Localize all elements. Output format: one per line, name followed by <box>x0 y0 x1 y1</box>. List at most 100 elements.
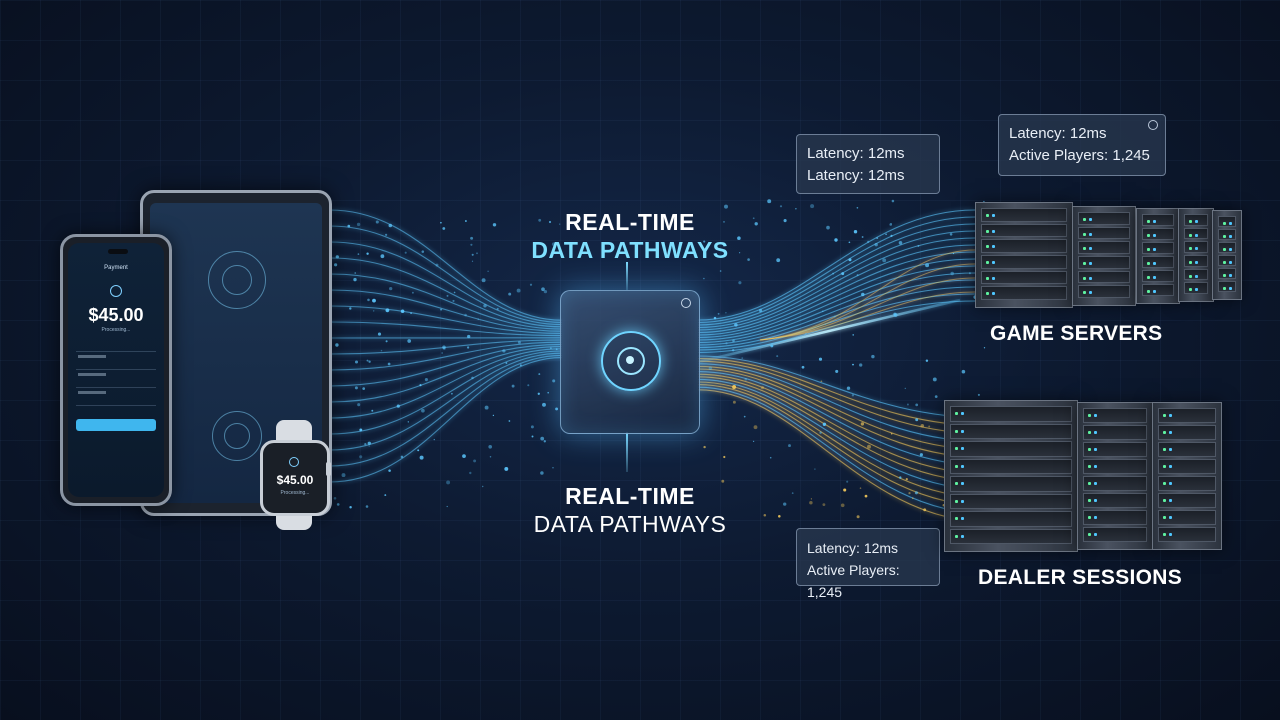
status-led <box>1195 274 1198 278</box>
flow-particle <box>469 471 472 475</box>
status-led <box>1189 288 1192 292</box>
payment-title: Payment <box>104 265 128 271</box>
status-led <box>1147 220 1150 223</box>
flow-particle <box>380 254 385 259</box>
status-led <box>1169 414 1172 417</box>
flow-particle <box>743 415 746 418</box>
server-unit <box>1158 459 1216 474</box>
flow-particle <box>734 323 738 327</box>
flow-particle <box>752 217 755 220</box>
flow-particle <box>440 308 443 311</box>
flow-particle <box>471 376 474 380</box>
flow-particle <box>517 340 521 344</box>
flow-particle <box>882 258 887 263</box>
flow-particle <box>442 345 446 350</box>
status-led <box>961 447 964 450</box>
stat-line: Latency: 12ms <box>807 167 905 184</box>
flow-particle <box>421 250 425 253</box>
flow-line-game <box>697 251 976 336</box>
flow-particle <box>453 291 456 294</box>
flow-particle <box>925 359 929 362</box>
server-unit <box>1184 241 1208 253</box>
flow-particle <box>732 400 736 404</box>
flow-particle <box>752 440 755 443</box>
flow-particle <box>853 230 858 234</box>
flow-particle <box>919 453 923 457</box>
flow-line-left <box>329 241 563 326</box>
flow-particle <box>915 403 919 407</box>
server-unit <box>1078 256 1130 269</box>
flow-particle <box>968 272 971 275</box>
flow-particle <box>470 236 474 240</box>
flow-particle <box>484 405 489 410</box>
flow-particle <box>488 444 493 449</box>
server-unit <box>1078 212 1130 225</box>
flow-particle <box>859 363 863 367</box>
stat-line: Latency: 12ms <box>1009 125 1107 142</box>
status-led <box>1229 274 1232 277</box>
status-led <box>1169 516 1172 519</box>
flow-particle <box>977 393 980 396</box>
flow-particle <box>396 404 400 408</box>
stat-line: Active Players: 1,245 <box>807 562 900 600</box>
flow-particle <box>852 363 854 366</box>
flow-particle <box>410 312 412 314</box>
status-led <box>1147 262 1150 265</box>
flow-particle <box>365 505 369 508</box>
server-unit <box>1083 510 1147 525</box>
server-unit <box>981 286 1067 300</box>
server-rack <box>944 400 1078 552</box>
flow-particle <box>367 441 371 445</box>
flow-particle <box>529 283 533 286</box>
flow-particle <box>446 480 451 485</box>
flow-particle <box>923 508 927 512</box>
flow-line-left <box>329 225 563 323</box>
server-unit <box>1158 442 1216 457</box>
flow-particle <box>867 444 871 449</box>
flow-particle <box>917 244 920 247</box>
flow-line-left <box>329 350 563 435</box>
status-led <box>1223 287 1226 290</box>
stat-box-dealer-sessions: Latency: 12ms Active Players: 1,245 <box>796 528 940 600</box>
server-unit <box>1078 241 1130 254</box>
flow-particle <box>473 459 477 463</box>
status-led <box>1189 274 1192 278</box>
flow-particle <box>721 479 725 483</box>
server-unit <box>1158 493 1216 508</box>
server-rack <box>1178 208 1214 302</box>
flow-particle <box>470 243 473 246</box>
flow-particle <box>899 476 902 479</box>
flow-particle <box>492 414 495 417</box>
server-rack <box>1136 208 1180 304</box>
status-led <box>992 276 995 280</box>
status-led <box>986 214 989 217</box>
flow-particle <box>389 286 393 291</box>
flow-particle <box>552 379 556 383</box>
status-led <box>986 261 989 264</box>
server-unit <box>1083 459 1147 474</box>
label-game-servers: GAME SERVERS <box>990 322 1163 345</box>
flow-line-left <box>329 354 563 467</box>
flow-particle <box>801 365 805 369</box>
flow-particle <box>890 223 892 225</box>
flow-particle <box>932 377 937 382</box>
status-led <box>1229 235 1232 238</box>
shield-icon <box>289 457 299 467</box>
flow-particle <box>783 219 787 223</box>
flow-particle <box>375 220 379 224</box>
flow-line-dealer <box>697 365 991 451</box>
flow-particle <box>732 385 737 389</box>
flow-particle <box>778 515 781 518</box>
flow-particle <box>856 515 860 519</box>
flow-particle <box>874 243 878 247</box>
status-led <box>1089 218 1092 221</box>
flow-particle <box>442 227 446 230</box>
server-unit <box>1184 227 1208 240</box>
flow-line-dealer <box>697 368 991 459</box>
flow-particle <box>476 252 478 255</box>
flow-particle <box>846 480 849 483</box>
flow-particle <box>541 287 545 292</box>
pay-button[interactable] <box>76 419 156 431</box>
status-led <box>955 517 958 520</box>
payment-status: Processing... <box>101 327 131 333</box>
